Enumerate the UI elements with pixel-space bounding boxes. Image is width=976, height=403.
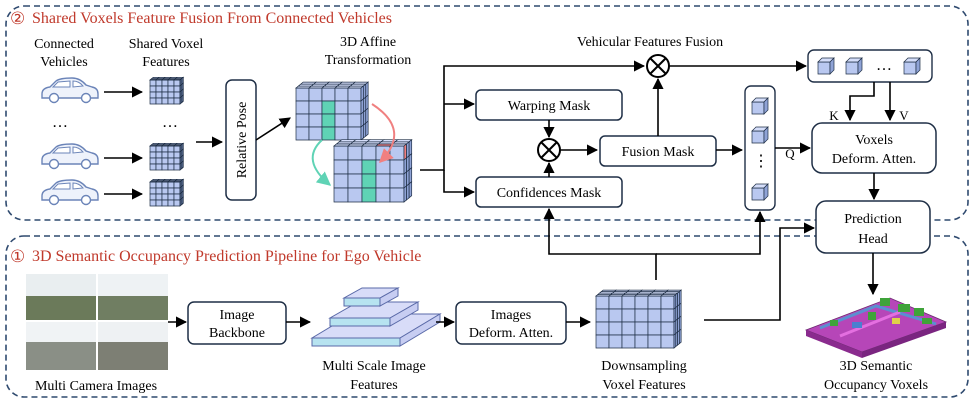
occupancy-voxels-render [804,297,948,358]
voxel-cube-icon [751,126,769,144]
multi-scale-label-2: Features [350,378,397,393]
voxel-cube-icon [751,97,769,115]
voxel-cube-icon [295,81,370,141]
connected-vehicles-label-1: Connected [34,37,94,52]
voxel-cube-icon [149,142,185,171]
images-deform-atten-box [455,301,567,345]
vehicles-ellipsis: … [52,114,68,131]
tokens-to-k-arrow [844,82,875,122]
downsampling-label-2: Voxel Features [602,378,685,393]
connected-vehicles-label-2: Vehicles [40,55,87,70]
images-deform-label-2: Deform. Atten. [469,326,553,341]
voxel-cube-icon [333,138,413,203]
car-icon [41,143,99,170]
prediction-head-label-1: Prediction [844,212,902,227]
multiply-operator-icon [646,54,670,78]
voxel-to-prediction-line [704,222,816,321]
prediction-head-label-2: Head [858,232,888,247]
k-label: K [829,108,839,123]
warping-mask-label: Warping Mask [508,99,590,114]
voxel-cube-icon [149,178,185,207]
relative-pose-label: Relative Pose [235,102,250,179]
fused-tokens-box [807,49,933,83]
affine-label-2: Transformation [325,53,412,68]
voxel-cube-icon [845,57,863,75]
car-icon [41,179,99,206]
v-label: V [899,108,909,123]
confidences-mask-label: Confidences Mask [497,186,602,201]
affine-teal-arc [311,139,332,186]
voxel-cube-icon [817,57,835,75]
voxel-cube-icon [595,289,683,349]
multi-scale-pyramid [310,287,442,347]
image-backbone-box [187,301,287,345]
fusion-mask-label: Fusion Mask [622,145,695,160]
image-backbone-label-2: Backbone [209,326,265,341]
bottom-section-number: ① [10,247,25,266]
top-section-panel [5,5,969,221]
voxel-to-confidence-line [443,170,476,198]
car-icon [41,77,99,104]
voxels-deform-label-1: Voxels [855,133,893,148]
top-section-title: Shared Voxels Feature Fusion From Connec… [32,10,392,27]
bottom-section-title: 3D Semantic Occupancy Prediction Pipelin… [32,248,421,265]
semantic-occ-label-2: Occupancy Voxels [824,378,928,393]
pose-to-affine-arrow [255,117,291,141]
q-label: Q [785,146,795,161]
affine-red-arc [371,103,396,163]
multi-camera-label: Multi Camera Images [35,379,157,394]
shared-voxel-label-1: Shared Voxel [129,37,204,52]
semantic-occ-label-1: 3D Semantic [840,359,913,374]
voxels-deform-label-2: Deform. Atten. [832,152,916,167]
top-section-number: ② [10,9,25,28]
voxel-to-confidence-up-line [543,207,657,280]
downsampling-label-1: Downsampling [601,359,687,374]
tokens-ellipsis: … [876,57,892,74]
multiply-operator-icon [537,138,561,162]
camera-images-thumbnail [26,274,168,370]
vehicular-fusion-label: Vehicular Features Fusion [577,35,723,50]
multi-scale-label-1: Multi Scale Image [322,359,425,374]
bottom-section-panel [5,235,969,398]
query-vdots: ⋮ [753,153,769,170]
voxel-to-query-up-line [656,210,766,255]
images-deform-label-1: Images [491,308,531,323]
voxels-ellipsis: … [162,114,178,131]
affine-label-1: 3D Affine [340,35,396,50]
voxel-cube-icon [149,76,185,105]
voxel-cube-icon [751,183,769,201]
image-backbone-label-1: Image [220,308,255,323]
voxel-to-fusion-line [420,60,646,171]
voxel-cube-icon [903,57,921,75]
shared-voxel-label-2: Features [142,55,189,70]
